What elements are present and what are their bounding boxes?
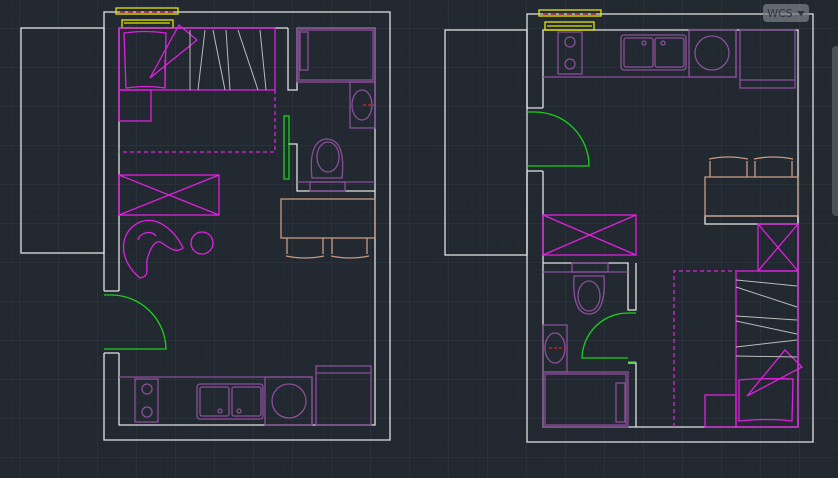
floor-plan-right (444, 9, 814, 443)
bed (118, 23, 276, 279)
entry-door (527, 111, 590, 167)
bathroom-door (581, 312, 636, 363)
toilet (310, 138, 344, 179)
floor-plan-left (20, 7, 391, 441)
blanket (149, 23, 199, 88)
dining (280, 198, 376, 259)
navigation-bar-handle[interactable] (832, 46, 838, 216)
kitchen (543, 29, 796, 89)
washbasin (349, 81, 376, 129)
rug-outline (673, 270, 736, 427)
bathroom-fixtures (296, 27, 376, 192)
kitchen-sink (620, 34, 687, 71)
bathtub (542, 371, 629, 428)
side-table (190, 231, 214, 255)
cooktop (134, 378, 159, 423)
washing-machine (688, 29, 737, 78)
ucs-dropdown-button[interactable]: WCS (763, 4, 809, 22)
triangle-down-icon (796, 10, 805, 16)
bed-stripes (189, 29, 267, 91)
kitchen (119, 365, 372, 426)
chairs (285, 238, 370, 259)
fridge (739, 29, 796, 89)
dining-table (280, 198, 376, 239)
dining-table (704, 176, 799, 217)
window (538, 9, 602, 31)
bathtub (296, 27, 376, 83)
entry-door (104, 294, 167, 350)
wardrobe (118, 174, 220, 216)
chairs (708, 156, 794, 177)
toilet (573, 275, 605, 315)
fridge (315, 365, 372, 426)
wardrobe (542, 214, 637, 256)
bed-stripes (735, 279, 798, 358)
dining (704, 156, 799, 217)
ucs-label: WCS (767, 6, 793, 20)
bed (735, 270, 799, 428)
washing-machine (264, 376, 313, 426)
nightstand (704, 394, 737, 428)
furniture (542, 214, 804, 428)
sliding-door (283, 115, 290, 180)
balcony (444, 29, 528, 256)
nightstand (118, 89, 152, 122)
blanket (746, 349, 804, 397)
bathroom-fixtures (542, 262, 629, 428)
kitchen-sink (196, 383, 264, 420)
armchair (123, 219, 184, 279)
pillow (738, 378, 794, 422)
balcony (20, 27, 105, 254)
cooktop (557, 31, 583, 75)
